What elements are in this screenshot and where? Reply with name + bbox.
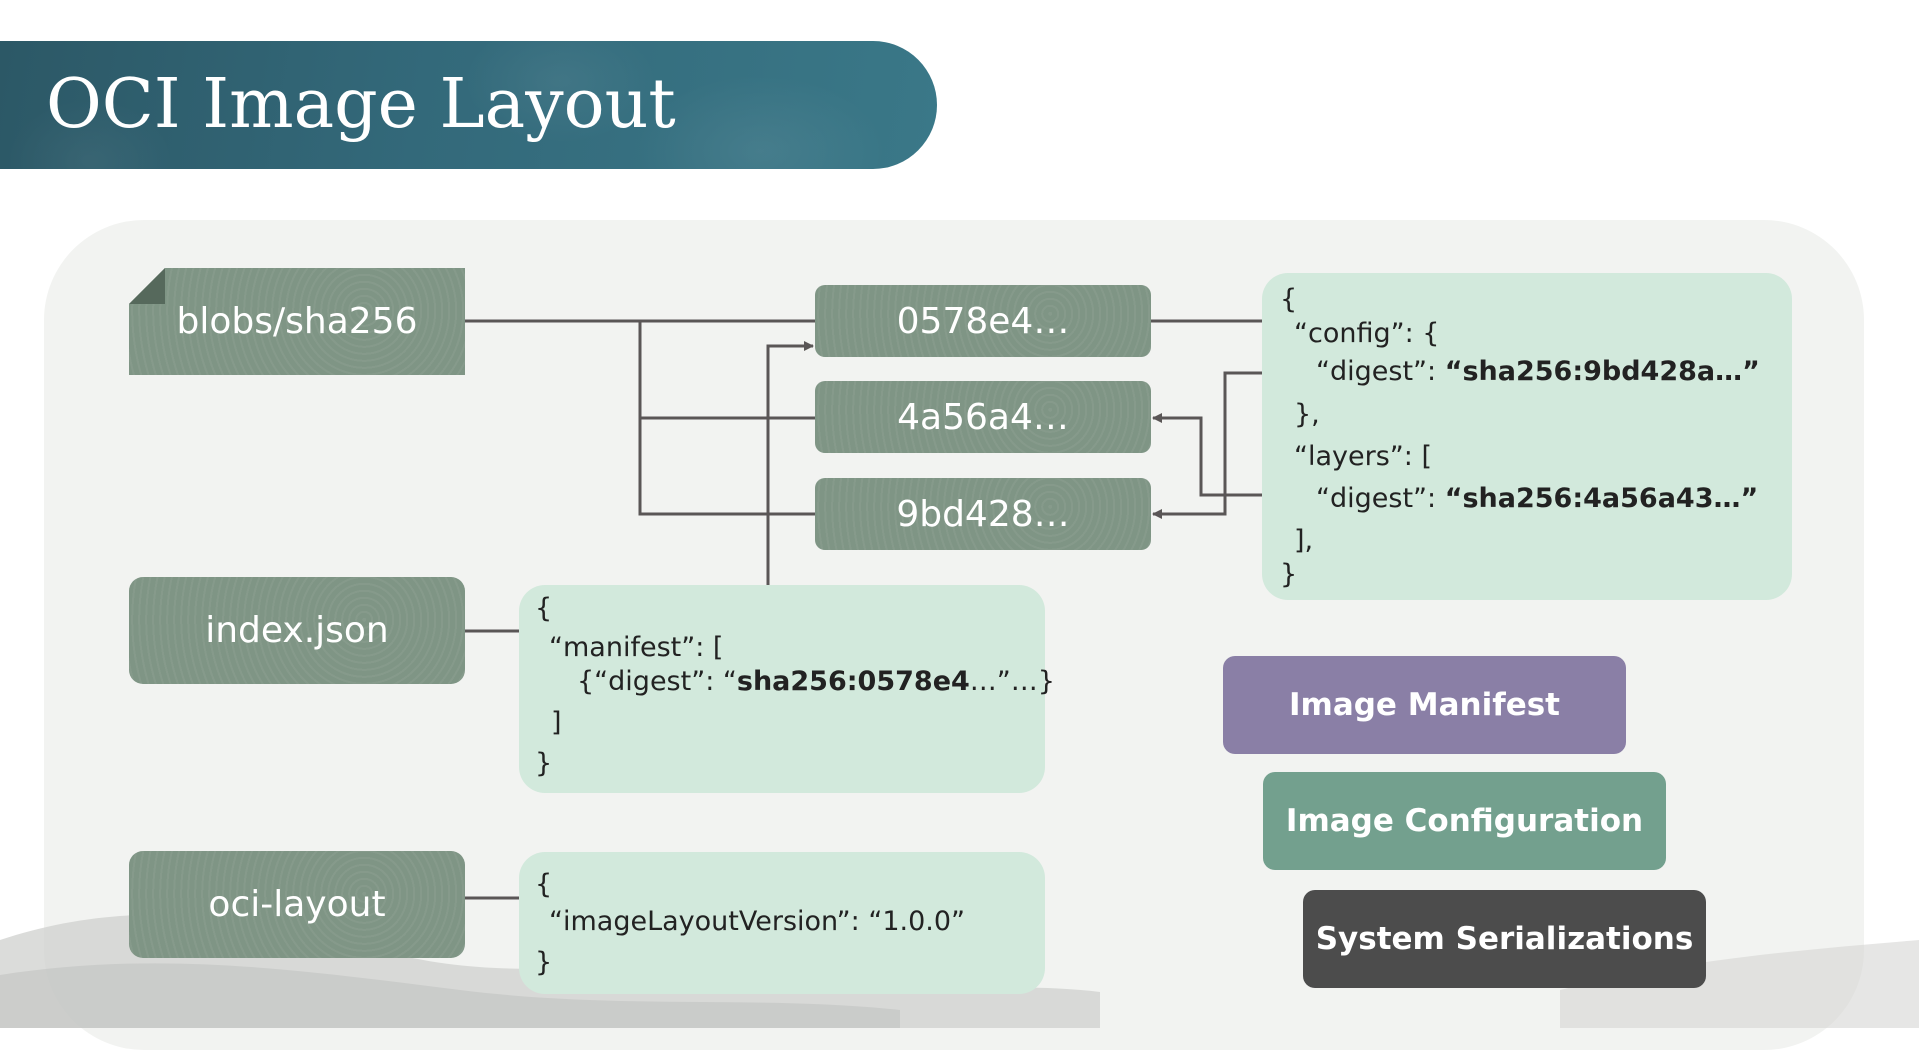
index-json-file-box: index.json: [129, 577, 465, 684]
digest-suffix: …”…}: [969, 666, 1055, 697]
manifest-json-line: “digest”: “sha256:4a56a43…”: [1316, 482, 1758, 516]
manifest-json-line: {: [1280, 284, 1298, 315]
index-json-line: }: [535, 748, 553, 779]
manifest-json-line: “config”: {: [1294, 318, 1440, 349]
legend-image-manifest: Image Manifest: [1223, 656, 1626, 754]
index-json-box: { “manifest”: [ {“digest”: “sha256:0578e…: [519, 585, 1055, 793]
page-title: OCI Image Layout: [46, 65, 676, 144]
layer-digest-value: “sha256:4a56a43…”: [1444, 483, 1759, 514]
legend-image-configuration: Image Configuration: [1263, 772, 1666, 870]
manifest-json-line: “digest”: “sha256:9bd428a…”: [1316, 355, 1760, 389]
digest-key: “digest”:: [1316, 356, 1445, 387]
blobs-folder-box: blobs/sha256: [129, 268, 465, 375]
oci-json-line: {: [535, 869, 553, 900]
oci-layout-json-box: { “imageLayoutVersion”: “1.0.0” }: [519, 852, 1045, 994]
manifest-json-line: },: [1294, 399, 1320, 430]
oci-json-line: }: [535, 947, 553, 978]
manifest-digest-value: sha256:0578e4: [736, 666, 970, 697]
index-json-label: index.json: [205, 610, 389, 651]
manifest-json-line: “layers”: [: [1294, 441, 1432, 472]
title-banner: [0, 41, 937, 169]
blob-9bd4-box: 9bd428…: [815, 478, 1151, 550]
legend-system-serializations: System Serializations: [1303, 890, 1706, 988]
blob-4a56-label: 4a56a4…: [897, 396, 1069, 438]
index-json-line: {: [535, 593, 553, 624]
digest-prefix: {“digest”: “: [577, 666, 737, 697]
digest-key: “digest”:: [1316, 483, 1445, 514]
oci-layout-label: oci-layout: [208, 884, 386, 925]
blob-0578-box: 0578e4…: [815, 285, 1151, 357]
blob-0578-label: 0578e4…: [896, 300, 1070, 342]
manifest-json-line: }: [1280, 559, 1298, 590]
legend-system-serializations-label: System Serializations: [1315, 921, 1694, 957]
blob-9bd4-label: 9bd428…: [896, 493, 1070, 535]
legend-image-configuration-label: Image Configuration: [1285, 803, 1644, 839]
blob-4a56-box: 4a56a4…: [815, 381, 1151, 453]
config-digest-value: “sha256:9bd428a…”: [1444, 356, 1760, 387]
legend-image-manifest-label: Image Manifest: [1288, 687, 1560, 723]
oci-json-line: “imageLayoutVersion”: “1.0.0”: [549, 906, 966, 937]
blobs-label: blobs/sha256: [176, 301, 418, 342]
index-json-line: {“digest”: “sha256:0578e4…”…}: [577, 665, 1055, 699]
manifest-json-line: ],: [1294, 525, 1314, 556]
manifest-json-box: { “config”: { “digest”: “sha256:9bd428a……: [1262, 273, 1792, 600]
oci-layout-file-box: oci-layout: [129, 851, 465, 958]
index-json-line: “manifest”: [: [549, 632, 724, 663]
index-json-line: ]: [551, 707, 562, 738]
